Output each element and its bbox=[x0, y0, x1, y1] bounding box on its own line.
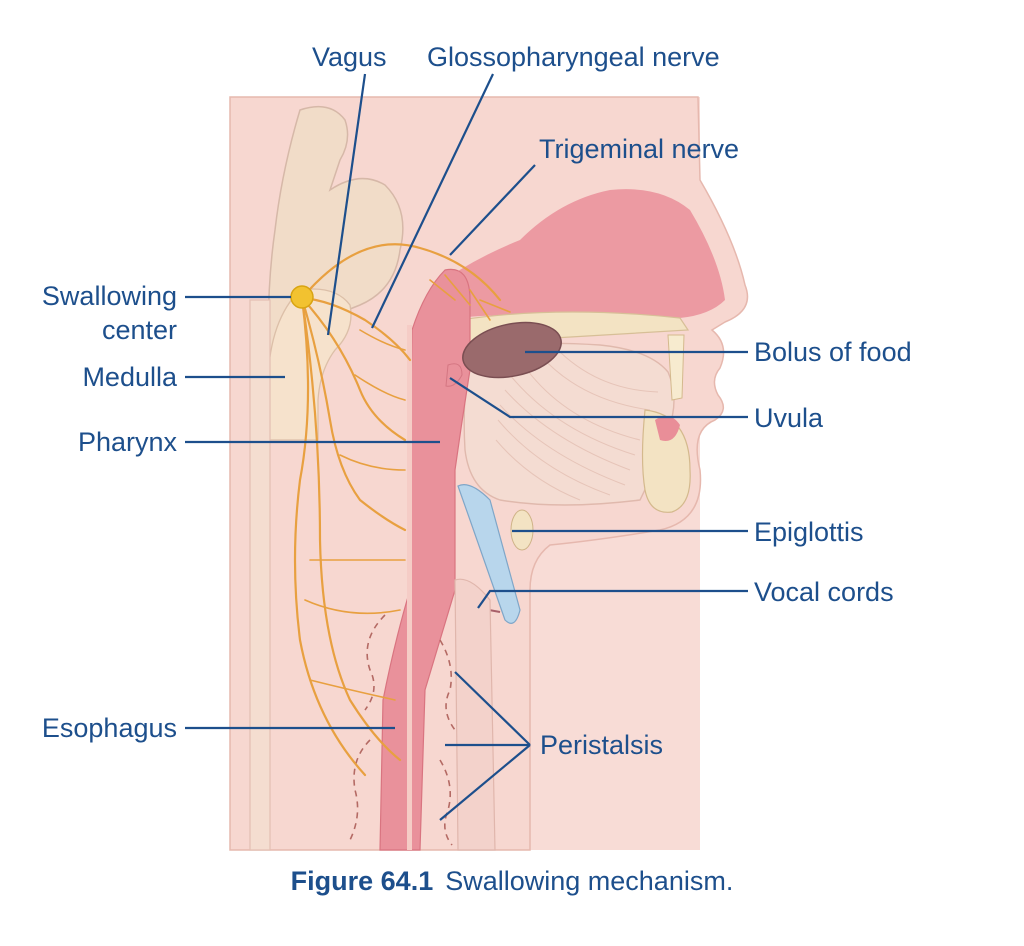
spinal-column bbox=[249, 299, 271, 851]
label-pharynx: Pharynx bbox=[78, 427, 178, 457]
uvula-shape bbox=[445, 363, 463, 387]
posterior-wall bbox=[407, 325, 412, 850]
pharynx-esophagus bbox=[379, 268, 471, 851]
lower-lip-pink bbox=[655, 416, 680, 441]
label-trigeminal-nerve: Trigeminal nerve bbox=[539, 134, 739, 164]
nerve-network bbox=[293, 243, 511, 777]
figure-caption-text: Swallowing mechanism. bbox=[445, 866, 734, 896]
trachea bbox=[454, 578, 496, 851]
swallowing-center-dot bbox=[290, 285, 314, 309]
label-glossopharyngeal-nerve: Glossopharyngeal nerve bbox=[427, 42, 720, 72]
label-bolus-of-food: Bolus of food bbox=[754, 337, 912, 367]
figure-caption: Figure 64.1 Swallowing mechanism. bbox=[0, 866, 1024, 897]
nasal-cavity bbox=[430, 189, 725, 320]
figure-number: Figure 64.1 bbox=[290, 866, 434, 896]
mandible bbox=[641, 409, 691, 513]
label-peristalsis: Peristalsis bbox=[540, 730, 663, 760]
label-vagus: Vagus bbox=[312, 42, 387, 72]
label-epiglottis: Epiglottis bbox=[754, 517, 864, 547]
bolus-shape bbox=[462, 321, 562, 379]
label-esophagus: Esophagus bbox=[42, 713, 177, 743]
label-swallowing-center-line1: Swallowing bbox=[42, 281, 177, 311]
epiglottis-shape bbox=[457, 484, 521, 624]
label-medulla: Medulla bbox=[82, 362, 178, 392]
leader-lines bbox=[185, 73, 748, 821]
label-vocal-cords: Vocal cords bbox=[754, 577, 894, 607]
peristalsis-waves bbox=[349, 614, 456, 846]
label-swallowing-center-line2: center bbox=[102, 315, 177, 345]
label-uvula: Uvula bbox=[754, 403, 824, 433]
tongue-striations bbox=[495, 351, 659, 501]
